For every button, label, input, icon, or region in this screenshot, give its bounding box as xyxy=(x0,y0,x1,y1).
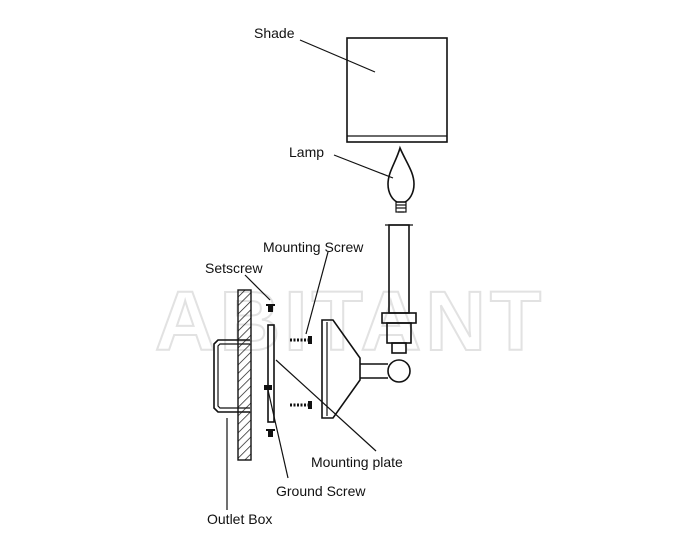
mounting-plate xyxy=(267,324,275,423)
mounting-screw-upper xyxy=(290,336,312,344)
mounting-screw-lower xyxy=(290,401,312,409)
lamp-bulb xyxy=(387,145,415,213)
label-mounting-plate: Mounting plate xyxy=(311,454,403,470)
ground-screw xyxy=(264,385,272,390)
label-mounting-screw: Mounting Screw xyxy=(263,239,364,255)
setscrew-bottom xyxy=(266,429,275,437)
label-lamp: Lamp xyxy=(289,144,324,160)
label-ground-screw: Ground Screw xyxy=(276,483,366,499)
shade xyxy=(346,37,448,143)
outlet-box xyxy=(213,339,250,413)
label-outlet-box: Outlet Box xyxy=(207,511,272,527)
label-setscrew: Setscrew xyxy=(205,260,263,276)
setscrew-top xyxy=(266,304,275,312)
back-plate xyxy=(321,319,361,419)
leader-lines xyxy=(226,39,394,510)
candle-arm xyxy=(360,224,417,383)
label-shade: Shade xyxy=(254,25,295,41)
wall-section xyxy=(237,289,252,461)
